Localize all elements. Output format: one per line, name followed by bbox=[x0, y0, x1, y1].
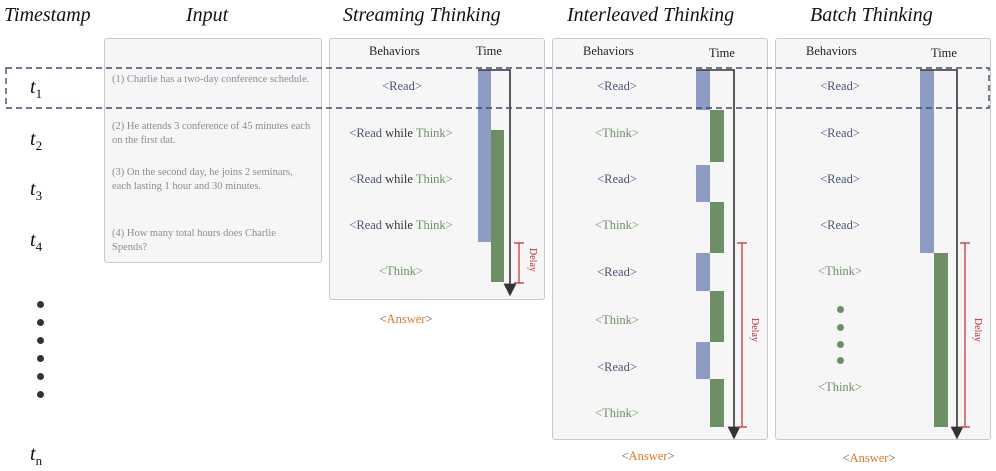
batch-think-bar bbox=[934, 253, 948, 427]
interleaved-time-arrow bbox=[696, 69, 741, 440]
interleaved-behavior-think: <Think> bbox=[595, 313, 639, 327]
streaming-behavior-read-while-think: <Read while Think> bbox=[349, 126, 453, 140]
batch-ellipsis-dot bbox=[837, 324, 844, 331]
timestamp-t2: t2 bbox=[30, 128, 43, 153]
timestamp-tn: tn bbox=[30, 443, 43, 468]
streaming-delay-label: Delay bbox=[527, 248, 538, 272]
streaming-behavior-think: <Think> bbox=[379, 264, 423, 278]
interleaved-read-bar bbox=[696, 165, 710, 202]
batch-ellipsis-dot bbox=[837, 306, 844, 313]
streaming-think-bar bbox=[491, 130, 504, 282]
streaming-time-header: Time bbox=[476, 44, 502, 58]
interleaved-read-bar bbox=[696, 342, 710, 379]
streaming-read-bar bbox=[478, 70, 491, 242]
batch-behavior-think: <Think> bbox=[818, 264, 862, 278]
interleaved-behavior-think: <Think> bbox=[595, 126, 639, 140]
batch-answer: <Answer> bbox=[842, 451, 896, 465]
streaming-behavior-read-while-think: <Read while Think> bbox=[349, 218, 453, 232]
interleaved-behavior-read: <Read> bbox=[597, 79, 637, 93]
ellipsis-dot bbox=[37, 319, 44, 326]
batch-behavior-read: <Read> bbox=[820, 79, 860, 93]
ellipsis-dot bbox=[37, 391, 44, 398]
batch-behavior-think: <Think> bbox=[818, 380, 862, 394]
interleaved-delay-bracket bbox=[737, 242, 747, 428]
timestamp-t1: t1 bbox=[30, 76, 43, 101]
header-interleaved-thinking: Interleaved Thinking bbox=[567, 4, 735, 26]
t1-highlight-box bbox=[5, 67, 990, 109]
interleaved-behavior-read: <Read> bbox=[597, 172, 637, 186]
timestamp-t4: t4 bbox=[30, 229, 43, 254]
interleaved-behavior-think: <Think> bbox=[595, 406, 639, 420]
batch-panel bbox=[775, 38, 991, 440]
ellipsis-dot bbox=[37, 355, 44, 362]
input-item-1: (1) Charlie has a two-day conference sch… bbox=[112, 74, 310, 85]
interleaved-read-bar bbox=[696, 253, 710, 291]
ellipsis-dot bbox=[37, 337, 44, 344]
header-input: Input bbox=[186, 4, 229, 26]
streaming-answer: <Answer> bbox=[379, 312, 433, 326]
streaming-behavior-read: <Read> bbox=[382, 79, 422, 93]
interleaved-behavior-read: <Read> bbox=[597, 265, 637, 279]
timestamp-t3: t3 bbox=[30, 178, 43, 203]
streaming-panel bbox=[329, 38, 545, 300]
ellipsis-dot bbox=[37, 373, 44, 380]
batch-ellipsis-dot bbox=[837, 357, 844, 364]
interleaved-think-bar bbox=[710, 291, 724, 342]
batch-behavior-read: <Read> bbox=[820, 126, 860, 140]
streaming-delay-bracket bbox=[514, 242, 524, 284]
header-streaming-thinking: Streaming Thinking bbox=[343, 4, 501, 26]
interleaved-answer: <Answer> bbox=[621, 449, 675, 463]
input-item-2: (2) He attends 3 conference of 45 minute… bbox=[112, 121, 311, 146]
batch-ellipsis-dot bbox=[837, 341, 844, 348]
ellipsis-dot bbox=[37, 301, 44, 308]
batch-delay-bracket bbox=[960, 242, 970, 428]
batch-time-header: Time bbox=[931, 46, 957, 60]
streaming-time-arrow bbox=[478, 69, 517, 297]
interleaved-think-bar bbox=[710, 110, 724, 162]
batch-time-arrow bbox=[920, 69, 964, 440]
input-panel bbox=[104, 38, 322, 263]
interleaved-time-header: Time bbox=[709, 46, 735, 60]
interleaved-read-bar bbox=[696, 70, 710, 110]
streaming-behaviors-header: Behaviors bbox=[369, 44, 420, 58]
batch-behavior-read: <Read> bbox=[820, 218, 860, 232]
batch-delay-label: Delay bbox=[972, 318, 983, 342]
interleaved-think-bar bbox=[710, 379, 724, 427]
batch-read-bar bbox=[920, 70, 934, 253]
header-timestamp: Timestamp bbox=[4, 4, 91, 26]
batch-behaviors-header: Behaviors bbox=[806, 44, 857, 58]
batch-behavior-read: <Read> bbox=[820, 172, 860, 186]
interleaved-panel bbox=[552, 38, 768, 440]
input-item-3: (3) On the second day, he joins 2 semina… bbox=[112, 167, 293, 192]
interleaved-behaviors-header: Behaviors bbox=[583, 44, 634, 58]
input-item-4: (4) How many total hours does Charlie Sp… bbox=[112, 228, 276, 253]
header-batch-thinking: Batch Thinking bbox=[810, 4, 933, 26]
interleaved-delay-label: Delay bbox=[749, 318, 760, 342]
interleaved-behavior-think: <Think> bbox=[595, 218, 639, 232]
interleaved-behavior-read: <Read> bbox=[597, 360, 637, 374]
streaming-behavior-read-while-think: <Read while Think> bbox=[349, 172, 453, 186]
interleaved-think-bar bbox=[710, 202, 724, 253]
